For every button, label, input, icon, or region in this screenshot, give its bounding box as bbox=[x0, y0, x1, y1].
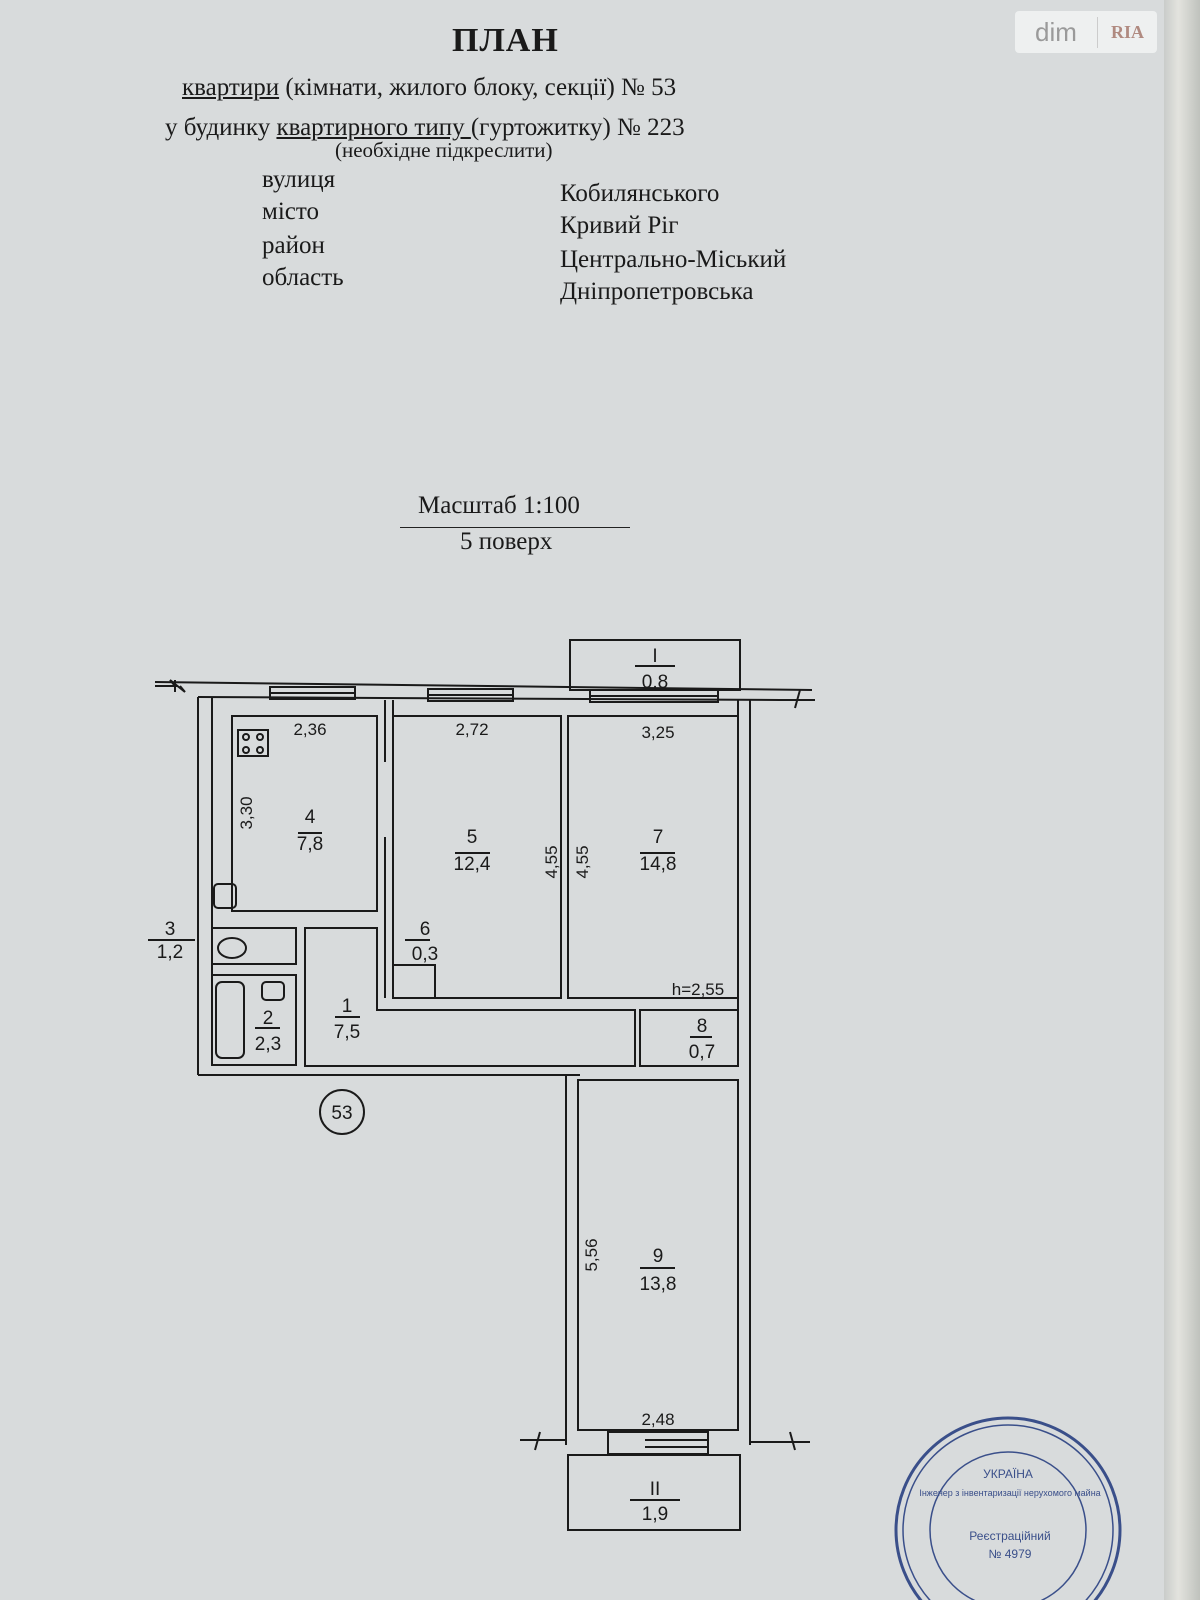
room-2-area: 2,3 bbox=[255, 1034, 281, 1055]
room-5-number: 5 bbox=[467, 827, 478, 848]
apartment-line: квартири (кімнати, жилого блоку, секції)… bbox=[182, 74, 676, 102]
balcony-1 bbox=[569, 639, 741, 691]
logo-ria: RIA bbox=[1110, 21, 1144, 42]
room-1-corridor bbox=[304, 927, 636, 1067]
dim-room9-length: 5,56 bbox=[582, 1238, 601, 1271]
room-3-toilet bbox=[211, 927, 297, 965]
label-street: вулиця bbox=[262, 166, 336, 193]
room-3-area: 1,2 bbox=[157, 942, 183, 963]
label-city: місто bbox=[262, 198, 319, 225]
stamp-role: Інженер з інвентаризації нерухомого майн… bbox=[919, 1488, 1100, 1498]
balcony-1-area: 0,8 bbox=[642, 672, 668, 693]
room-2-bath bbox=[211, 974, 297, 1066]
balcony-2-number: II bbox=[650, 1479, 661, 1500]
room-7 bbox=[567, 715, 739, 999]
room-4-area: 7,8 bbox=[297, 834, 323, 855]
room-3-number: 3 bbox=[165, 919, 176, 940]
window bbox=[607, 1431, 709, 1455]
stamp-reg-label: Реєстраційний bbox=[969, 1529, 1050, 1543]
logo-dim: dim bbox=[1015, 16, 1098, 48]
sink-icon bbox=[213, 883, 237, 909]
dim-room7-length: 4,55 bbox=[573, 845, 592, 878]
official-stamp bbox=[894, 1416, 1122, 1600]
building-line-start: у будинку bbox=[165, 114, 277, 141]
toilet-icon bbox=[217, 937, 247, 959]
apartment-type-underlined: квартири bbox=[182, 74, 280, 101]
room-6-area: 0,3 bbox=[412, 944, 438, 965]
ceiling-height: h=2,55 bbox=[672, 980, 724, 999]
apartment-marker bbox=[319, 1089, 365, 1135]
room-8 bbox=[639, 1009, 739, 1067]
room-4-number: 4 bbox=[305, 807, 316, 828]
room-7-area: 14,8 bbox=[640, 854, 677, 875]
building-line-rest: (гуртожитку) № 223 bbox=[470, 114, 685, 141]
building-type-underlined: квартирного типу bbox=[276, 114, 471, 141]
stamp-reg-number: № 4979 bbox=[989, 1547, 1032, 1561]
room-9 bbox=[577, 1079, 739, 1431]
dim-room9-width: 2,48 bbox=[641, 1410, 674, 1429]
value-district: Центрально-Міський bbox=[560, 246, 787, 273]
balcony-1-number: I bbox=[652, 646, 657, 667]
label-district: район bbox=[262, 232, 325, 259]
room-8-number: 8 bbox=[697, 1016, 708, 1037]
sink-icon bbox=[261, 981, 285, 1001]
dim-room7-width: 3,25 bbox=[641, 723, 674, 742]
top-wall-inner bbox=[197, 696, 781, 701]
wall-break-right bbox=[780, 689, 815, 709]
value-street: Кобилянського bbox=[560, 180, 720, 207]
dim-room5-length: 4,55 bbox=[542, 845, 561, 878]
stamp-country: УКРАЇНА bbox=[983, 1467, 1033, 1481]
watermark-logo: dim RIA bbox=[1015, 11, 1157, 53]
room-6 bbox=[392, 964, 436, 999]
wall-break-bottom bbox=[520, 1431, 810, 1451]
document-title: ПЛАН bbox=[452, 22, 559, 59]
scale-divider bbox=[400, 527, 630, 528]
balcony-2-area: 1,9 bbox=[642, 1504, 668, 1525]
room-1-area: 7,5 bbox=[334, 1022, 360, 1043]
room-6-number: 6 bbox=[420, 919, 431, 940]
floor-label: 5 поверх bbox=[460, 528, 553, 555]
dim-kitchen-width: 2,36 bbox=[293, 720, 326, 739]
page-edge bbox=[1164, 0, 1200, 1600]
room-9-number: 9 bbox=[653, 1246, 664, 1267]
apartment-line-rest: (кімнати, жилого блоку, секції) № 53 bbox=[279, 74, 677, 101]
value-city: Кривий Ріг bbox=[560, 212, 679, 239]
room-2-number: 2 bbox=[263, 1008, 274, 1029]
underline-note: (необхідне підкреслити) bbox=[335, 138, 553, 162]
top-wall-outer bbox=[154, 681, 813, 691]
stove-icon bbox=[237, 729, 269, 757]
scale-label: Масштаб 1:100 bbox=[418, 492, 580, 519]
room-5 bbox=[392, 715, 562, 999]
room-7-number: 7 bbox=[653, 827, 664, 848]
bathtub-icon bbox=[215, 981, 245, 1059]
room-4-kitchen bbox=[231, 715, 378, 912]
building-line: у будинку квартирного типу (гуртожитку) … bbox=[165, 114, 685, 142]
balcony-2 bbox=[567, 1454, 741, 1531]
label-region: область bbox=[262, 264, 344, 291]
room-9-area: 13,8 bbox=[640, 1274, 677, 1295]
room-1-number: 1 bbox=[342, 996, 353, 1017]
apartment-number: 53 bbox=[331, 1103, 352, 1124]
room-5-area: 12,4 bbox=[454, 854, 491, 875]
dim-kitchen-length: 3,30 bbox=[237, 796, 256, 829]
dim-room5-width: 2,72 bbox=[455, 720, 488, 739]
value-region: Дніпропетровська bbox=[560, 278, 754, 305]
room-8-area: 0,7 bbox=[689, 1042, 715, 1063]
